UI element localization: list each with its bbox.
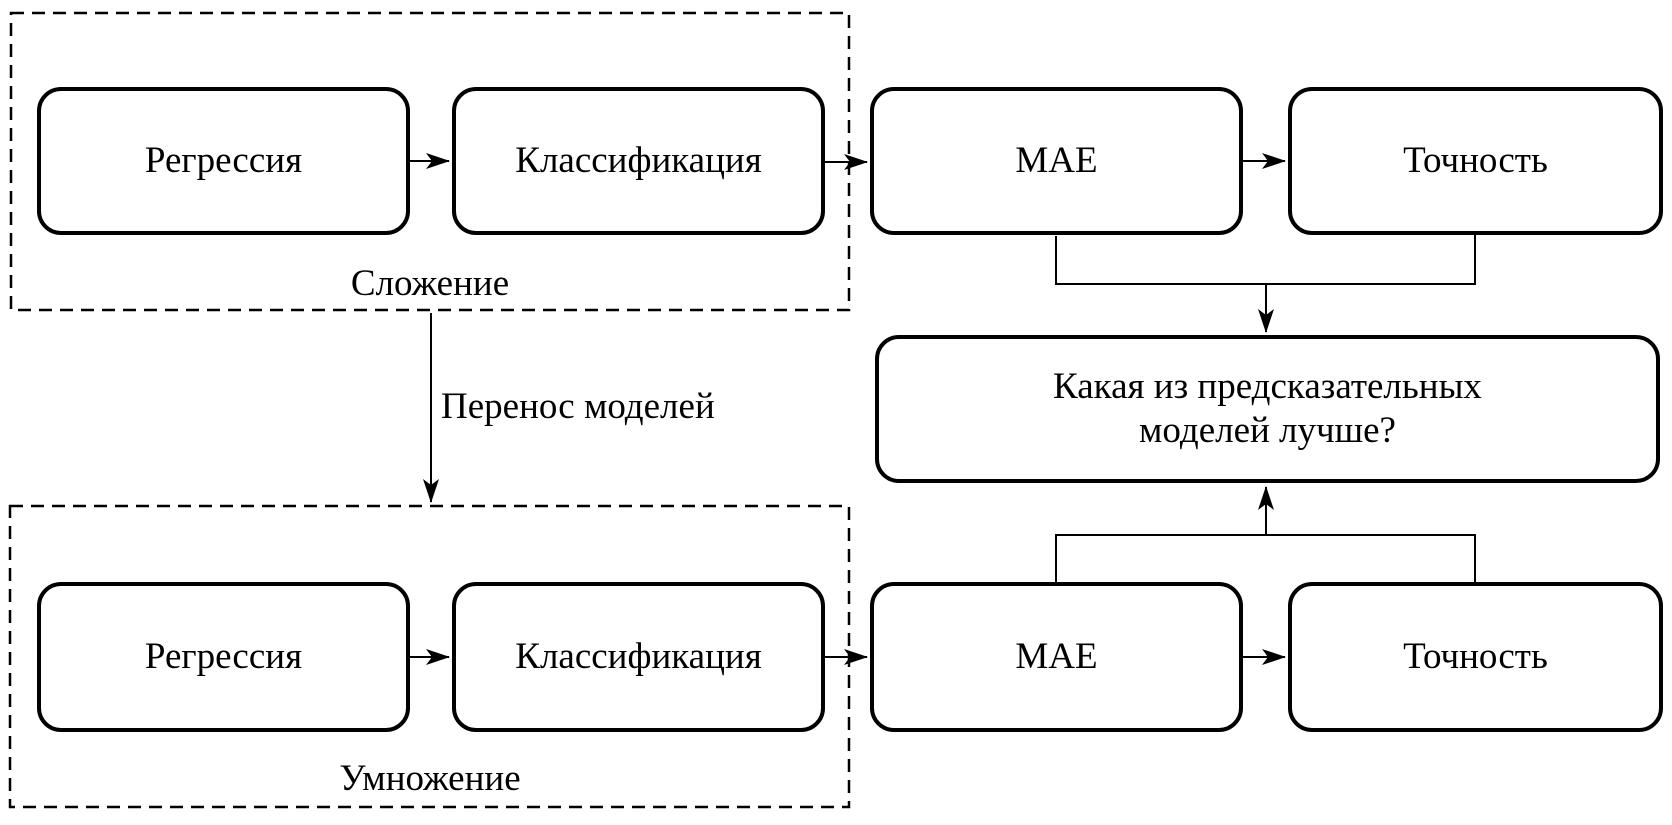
node-accuracy-bottom: Точность bbox=[1288, 582, 1663, 732]
node-regression-top: Регрессия bbox=[37, 87, 410, 235]
node-regression-bottom-label: Регрессия bbox=[144, 635, 303, 677]
node-classification-bottom-label: Классификация bbox=[515, 635, 762, 677]
node-regression-top-label: Регрессия bbox=[144, 139, 303, 181]
node-classification-bottom: Классификация bbox=[452, 582, 825, 732]
addition-group-label: Сложение bbox=[350, 263, 510, 304]
node-mae-bottom: MAE bbox=[870, 582, 1243, 732]
node-mae-bottom-label: MAE bbox=[1015, 635, 1098, 677]
node-mae-top-label: MAE bbox=[1015, 139, 1098, 181]
node-question: Какая из предсказательных моделей лучше? bbox=[875, 335, 1660, 483]
models-transfer-label: Перенос моделей bbox=[441, 386, 715, 427]
node-accuracy-top: Точность bbox=[1288, 87, 1663, 235]
node-accuracy-bottom-label: Точность bbox=[1403, 635, 1548, 677]
node-mae-top: MAE bbox=[870, 87, 1243, 235]
node-question-label: Какая из предсказательных моделей лучше? bbox=[1053, 365, 1482, 451]
node-regression-bottom: Регрессия bbox=[37, 582, 410, 732]
node-accuracy-top-label: Точность bbox=[1403, 139, 1548, 181]
node-classification-top: Классификация bbox=[452, 87, 825, 235]
addition-group-frame bbox=[9, 11, 851, 312]
multiplication-group-label: Умножение bbox=[339, 758, 521, 799]
node-classification-top-label: Классификация bbox=[515, 139, 762, 181]
